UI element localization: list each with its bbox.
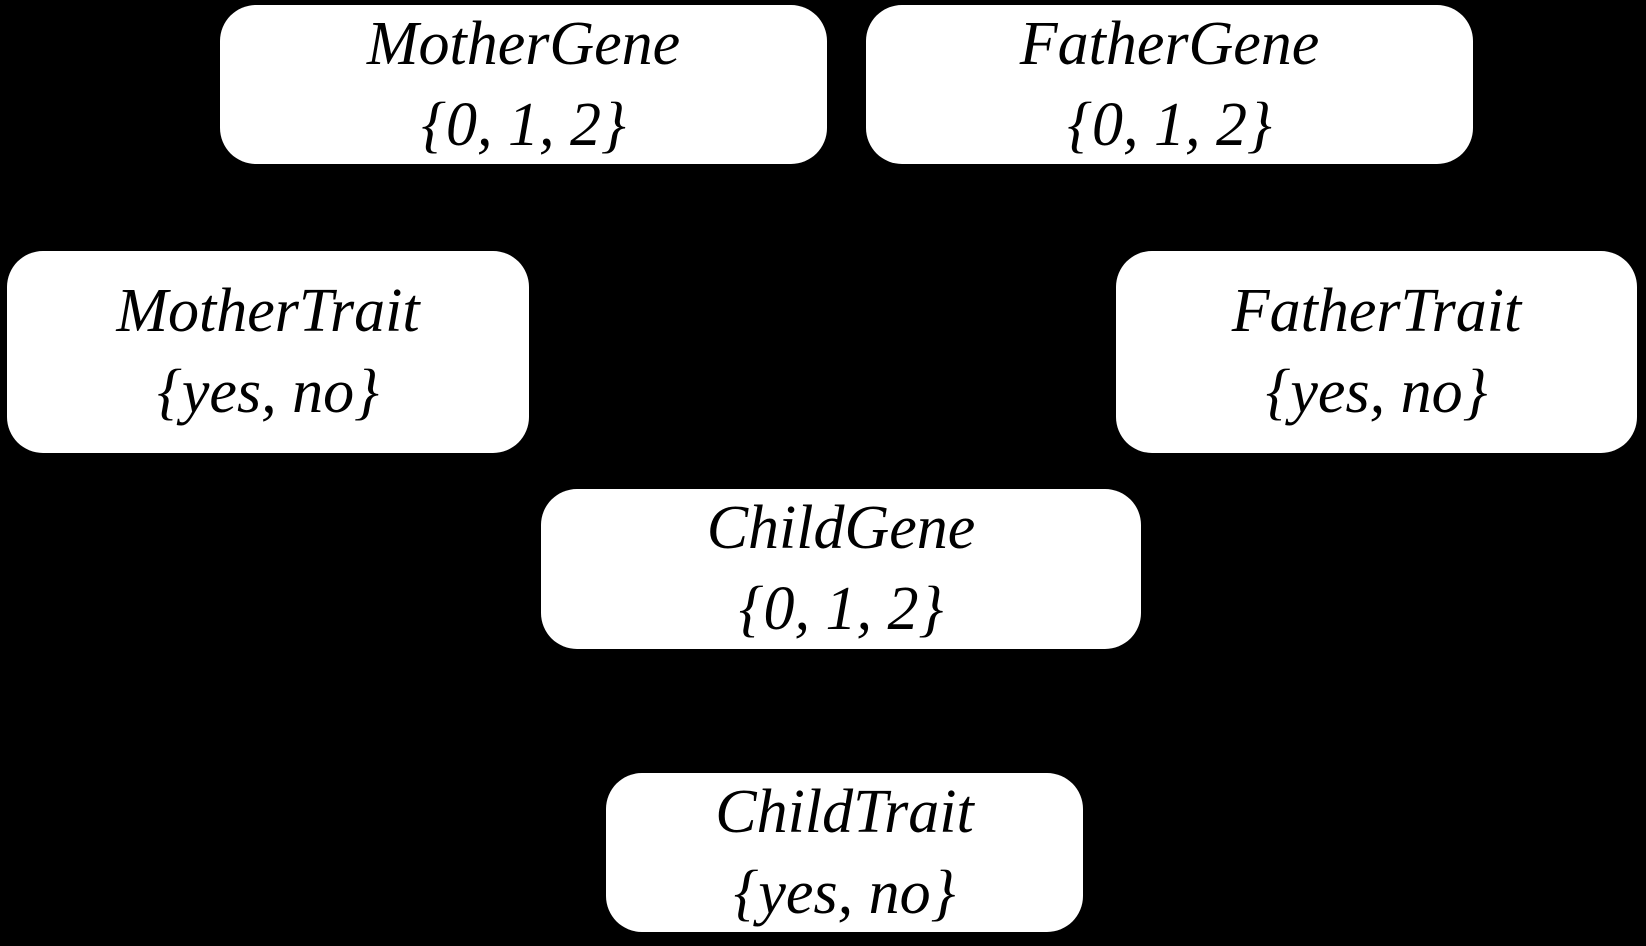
node-father-trait-label: FatherTrait <box>1231 277 1522 346</box>
node-father-gene[interactable]: FatherGene {0, 1, 2} <box>866 5 1473 164</box>
node-father-gene-domain: {0, 1, 2} <box>1067 90 1272 159</box>
node-child-trait-domain: {yes, no} <box>733 858 956 927</box>
node-mother-gene-label: MotherGene <box>366 9 681 78</box>
node-mother-trait-domain: {yes, no} <box>157 358 379 426</box>
node-child-trait[interactable]: ChildTrait {yes, no} <box>606 773 1083 932</box>
node-child-gene-domain: {0, 1, 2} <box>738 575 944 643</box>
node-father-gene-label: FatherGene <box>1019 9 1320 78</box>
node-child-trait-label: ChildTrait <box>715 777 974 846</box>
node-mother-gene-domain: {0, 1, 2} <box>421 90 626 159</box>
node-child-gene[interactable]: ChildGene {0, 1, 2} <box>541 489 1141 649</box>
node-child-gene-label: ChildGene <box>706 494 976 563</box>
node-mother-trait[interactable]: MotherTrait {yes, no} <box>7 251 529 453</box>
node-father-trait-domain: {yes, no} <box>1265 358 1488 426</box>
node-mother-trait-label: MotherTrait <box>116 277 420 346</box>
node-father-trait[interactable]: FatherTrait {yes, no} <box>1116 251 1637 453</box>
node-mother-gene[interactable]: MotherGene {0, 1, 2} <box>220 5 827 164</box>
